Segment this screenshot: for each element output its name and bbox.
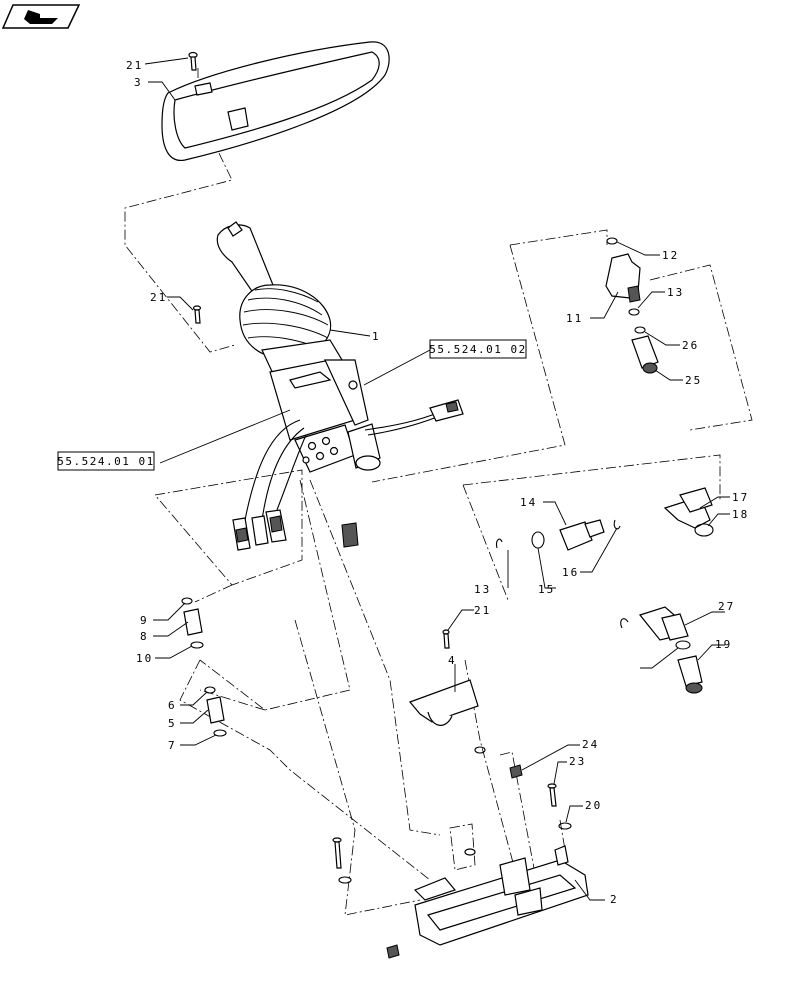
- callout-6: 6: [168, 699, 177, 712]
- book-arrow-icon[interactable]: [1, 4, 81, 29]
- bracket-4: [408, 629, 486, 754]
- callout-19: 19: [715, 638, 732, 651]
- callout-labels: 21 3 21 1 12 11 13 26 25 14 17 18 16 15 …: [126, 59, 749, 906]
- screw-21-top: [188, 51, 198, 71]
- callout-18: 18: [732, 508, 749, 521]
- callout-7: 7: [168, 739, 177, 752]
- callout-25: 26: [682, 339, 699, 352]
- grip-cover: [161, 41, 390, 161]
- callout-26: 27: [718, 600, 735, 613]
- reference-label-2: 55.524.01 01: [57, 455, 154, 468]
- fitting-group-upper-right: [605, 237, 659, 374]
- callout-16: 16: [562, 566, 579, 579]
- elbow-fitting-17: [663, 487, 714, 537]
- reference-box-2[interactable]: 55.524.01 01: [57, 451, 155, 471]
- joystick-assembly: [216, 221, 464, 551]
- callout-13-lower: 13: [474, 583, 491, 596]
- fitting-group-middle: [496, 519, 621, 551]
- callout-21-low: 21: [474, 604, 491, 617]
- callout-22: 23: [569, 755, 586, 768]
- fitting-5: [204, 686, 227, 737]
- callout-21-mid: 21: [150, 291, 167, 304]
- callout-13-upper: 13: [667, 286, 684, 299]
- callout-15: 15: [538, 583, 555, 596]
- callout-23: 24: [582, 738, 599, 751]
- callout-12: 12: [662, 249, 679, 262]
- callout-10: 10: [136, 652, 153, 665]
- reference-box-1[interactable]: 55.524.01 02: [429, 339, 527, 359]
- callout-24: 25: [685, 374, 702, 387]
- fitting-8: [181, 597, 204, 649]
- reference-label-1: 55.524.01 02: [429, 343, 526, 356]
- callout-21-top: 21: [126, 59, 143, 72]
- callout-2: 2: [610, 893, 619, 906]
- callout-8: 8: [140, 630, 149, 643]
- callout-20: 20: [585, 799, 602, 812]
- callout-5: 5: [168, 717, 177, 730]
- lower-hardware: [332, 764, 572, 959]
- screw-21-mid: [192, 305, 202, 324]
- assembly-lines: [124, 68, 753, 916]
- base-plate-2: [413, 845, 589, 946]
- callout-3: 3: [134, 76, 143, 89]
- callout-1: 1: [372, 330, 381, 343]
- callout-11: 11: [566, 312, 583, 325]
- callout-17: 17: [732, 491, 749, 504]
- elbow-fitting-26: [620, 606, 703, 694]
- leader-lines: [144, 57, 730, 901]
- callout-14: 14: [520, 496, 537, 509]
- callout-9: 9: [140, 614, 149, 627]
- callout-4: 4: [448, 654, 457, 667]
